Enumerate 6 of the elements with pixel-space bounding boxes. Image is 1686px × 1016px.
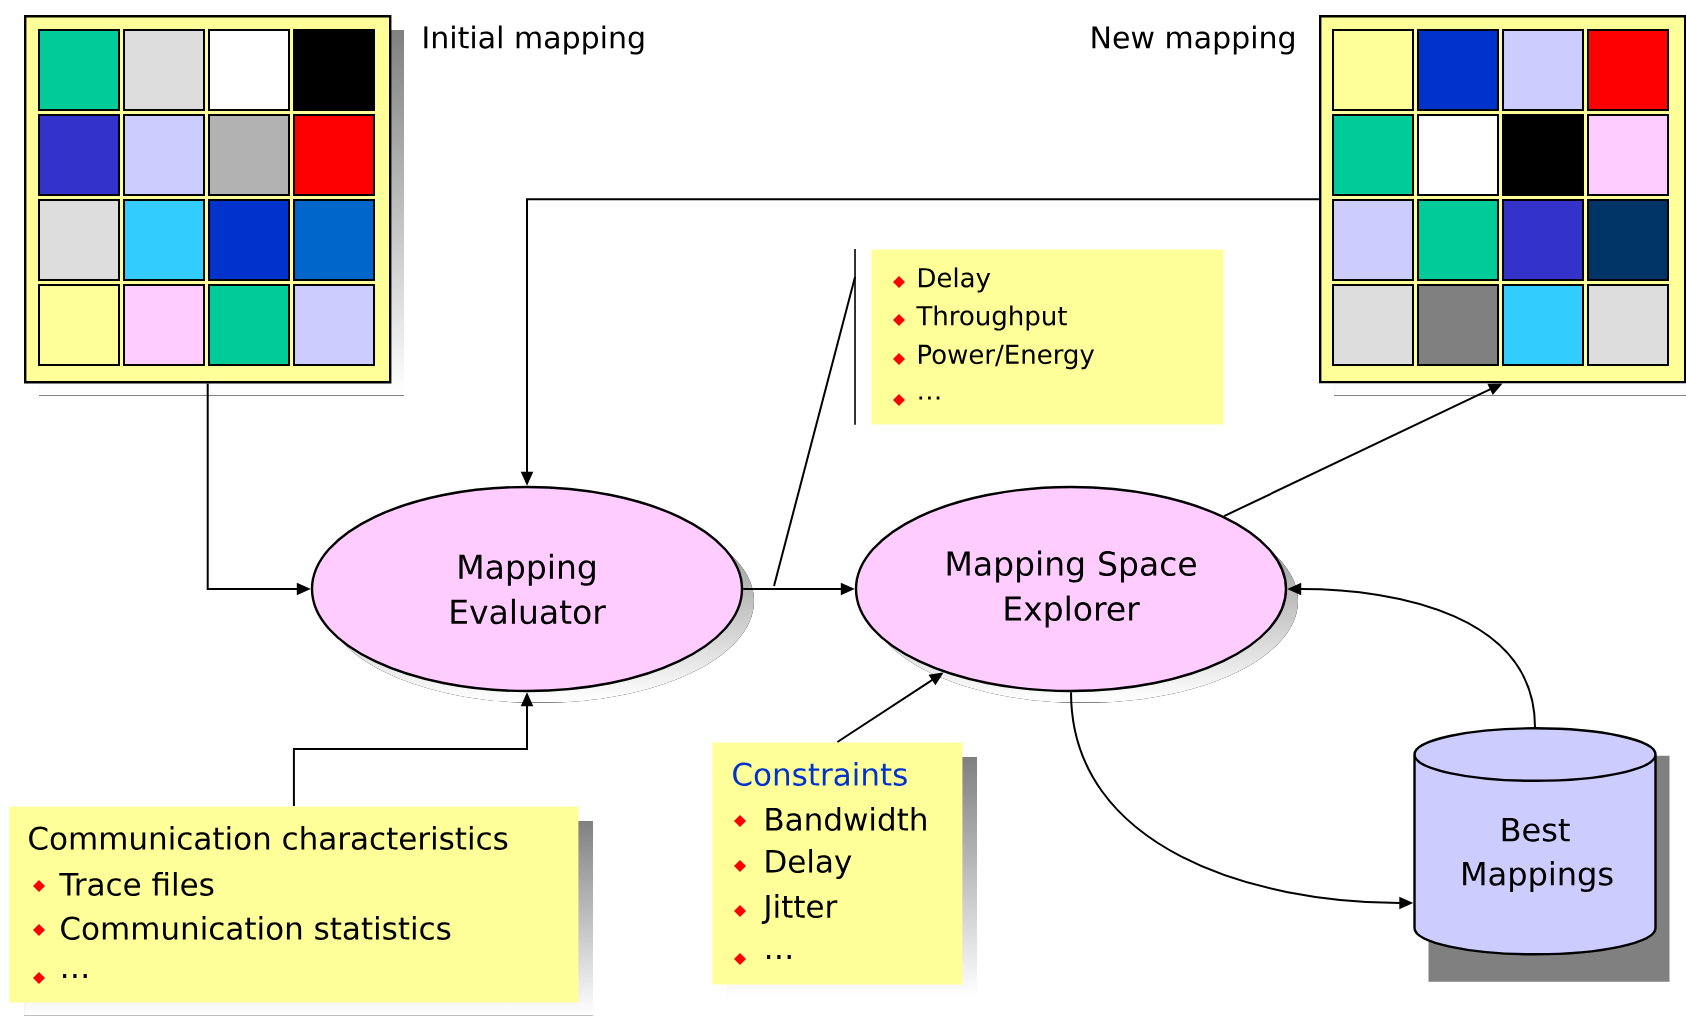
note-box: Constraints Bandwidth Delay Jitter … [712,742,977,999]
note-box: Delay Throughput Power/Energy … [871,249,1224,425]
grid-title: New mapping [1092,25,1294,55]
grid-title: Initial mapping [424,25,644,55]
note-box: Communication characteristics Trace files Communication statistics … [9,806,593,1016]
leader-line [773,276,856,587]
